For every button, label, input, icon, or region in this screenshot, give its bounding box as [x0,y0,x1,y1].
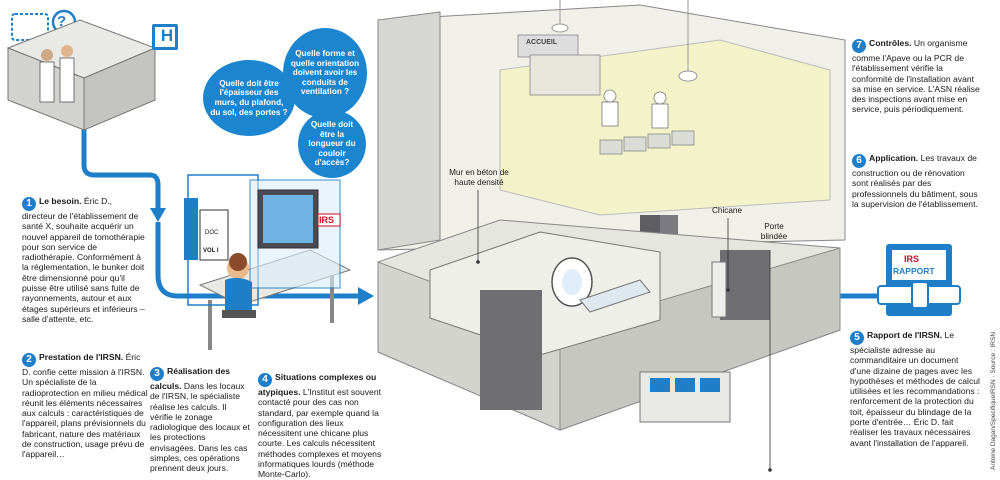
hospital-room [6,19,157,131]
label-chicane: Chicane [712,206,743,215]
flow-arrow-line [81,125,161,210]
binder-vol-label: VOL I [203,248,219,254]
step-1-title: Le besoin. [39,196,82,206]
step-5-text: Le spécialiste adresse au commanditaire … [850,330,980,448]
step-5-number: 5 [850,331,864,345]
step-6-number: 6 [852,154,866,168]
report-title: RAPPORT [893,266,935,276]
accueil-sign: ACCUEIL [526,39,558,46]
step-7-text: Un organisme comme l'Apave ou la PCR de … [852,38,980,115]
report-brand: IRS [904,254,920,264]
flow-arrow-line-2 [155,222,360,299]
step-1-text: Éric D., directeur de l'établissement de… [22,196,145,324]
step-1-number: 1 [22,197,36,211]
step-3-text: Dans les locaux de l'IRSN, le spécialist… [150,381,250,474]
step-6-text: Les travaux de construction ou de rénova… [852,153,978,209]
step-2-text: Éric D. confie cette mission à l'IRSN. U… [22,352,148,460]
report-folder [877,244,961,316]
binder-doc-label: DOC [205,230,219,236]
credit-text: Antoine Dagan/SpecifiqueIRSN · Source : … [990,331,997,470]
flow-arrow-head-right [358,287,374,305]
step-5-title: Rapport de l'IRSN. [867,330,943,340]
step-3-title: Réalisation des calculs. [150,366,231,391]
step-4-title: Situations complexes ou atypiques. [258,372,377,397]
step-4-text: L'Institut est souvent contacté pour des… [258,387,382,480]
building-cutaway [377,0,846,431]
question-bubble-corridor: Quelle doit être la longueur du couloir … [298,110,366,178]
step-6-title: Application. [869,153,919,163]
label-porte-blindee: Porte blindée [760,222,788,241]
step-4-number: 4 [258,373,272,387]
step-7-number: 7 [852,39,866,53]
question-mark: ? [57,13,67,30]
hospital-sign-letter: H [160,26,174,45]
office-desk-scene [184,174,352,350]
question-bubble-thickness: Quelle doit être l'épaisseur des murs, d… [203,60,295,136]
flow-arrow-head-down [150,208,166,222]
step-2-title: Prestation de l'IRSN. [39,352,124,362]
step-2-number: 2 [22,353,36,367]
irsn-screen-logo: IRS [319,215,335,225]
label-mur-beton: Mur en béton de haute densité [449,168,509,187]
step-3-number: 3 [150,367,164,381]
question-bubble-ventilation: Quelle forme et quelle orientation doive… [283,28,367,118]
step-7-title: Contrôles. [869,38,912,48]
